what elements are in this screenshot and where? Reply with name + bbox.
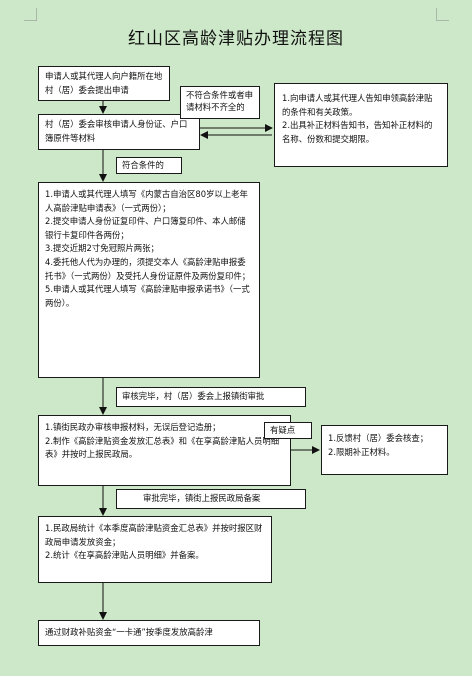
- node-inform: 1.向申请人或其代理人告知申领高龄津贴的条件和有关政策。 2.出具补正材料告知书…: [274, 83, 448, 167]
- node-materials-line-2: 2.提交申请人身份证复印件、户口簿复印件、本人邮储银行卡复印件各两份；: [45, 216, 246, 240]
- node-final: 通过财政补贴资金“一卡通”按季度发放高龄津: [38, 620, 260, 646]
- label-town-report-text: 审批完毕，镇街上报民政局备案: [143, 493, 261, 503]
- node-final-text: 通过财政补贴资金“一卡通”按季度发放高龄津: [45, 627, 213, 637]
- node-feedback: 1.反馈村（居）委会核查； 2.限期补正材料。: [321, 425, 448, 475]
- label-village-report: 审核完毕，村（居）委会上报镇街审批: [116, 387, 306, 407]
- node-inform-line-1: 1.向申请人或其代理人告知申领高龄津贴的条件和有关政策。: [282, 93, 433, 117]
- node-materials: 1.申请人或其代理人填写《内蒙古自治区80岁以上老年人高龄津贴申请表》（一式两份…: [38, 182, 260, 378]
- node-inform-line-2: 2.出具补正材料告知书，告知补正材料的名称、份数和提交期限。: [282, 120, 433, 144]
- label-doubt: 有疑点: [264, 422, 312, 439]
- node-materials-line-3: 3.提交近期2寸免冠照片两张；: [45, 243, 159, 254]
- label-town-report: 审批完毕，镇街上报民政局备案: [116, 489, 306, 509]
- label-meet: 符合条件的: [116, 157, 182, 174]
- node-materials-line-4: 4.委托他人代为办理的，须提交本人《高龄津贴申报委托书》（一式两份）及受托人身份…: [45, 257, 251, 281]
- node-materials-line-1: 1.申请人或其代理人填写《内蒙古自治区80岁以上老年人高龄津贴申请表》（一式两份…: [45, 189, 248, 213]
- node-town-line-2: 2.制作《高龄津贴资金发放汇总表》和《在享高龄津贴人员明细表》并按时上报民政局。: [45, 435, 280, 460]
- crop-mark-top-right: [436, 8, 449, 21]
- node-town: 1.镇街民政办审核申报材料，无误后登记造册； 2.制作《高龄津贴资金发放汇总表》…: [38, 415, 291, 486]
- label-doubt-text: 有疑点: [270, 425, 296, 435]
- label-not-meet: 不符合条件或者申请材料不齐全的: [180, 86, 260, 119]
- node-review-text: 村（居）委会审核申请人身份证、户口簿原件等材料: [45, 119, 188, 143]
- node-bureau-line-2: 2.统计《在享高龄津贴人员明细》并备案。: [45, 550, 204, 561]
- label-not-meet-text: 不符合条件或者申请材料不齐全的: [186, 90, 253, 113]
- node-bureau: 1.民政局统计《本季度高龄津贴资金汇总表》并按时报区财政局申请发放资金； 2.统…: [38, 516, 272, 583]
- node-apply: 申请人或其代理人向户籍所在地村（居）委会提出申请: [38, 66, 170, 101]
- node-review: 村（居）委会审核申请人身份证、户口簿原件等材料: [38, 114, 200, 150]
- node-materials-line-5: 5.申请人或其代理人填写《高龄津贴申报承诺书》（一式两份）。: [45, 284, 250, 308]
- label-meet-text: 符合条件的: [122, 160, 164, 170]
- node-feedback-line-1: 1.反馈村（居）委会核查；: [328, 433, 429, 443]
- label-village-report-text: 审核完毕，村（居）委会上报镇街审批: [122, 391, 265, 401]
- node-feedback-line-2: 2.限期补正材料。: [328, 446, 395, 457]
- node-apply-text: 申请人或其代理人向户籍所在地村（居）委会提出申请: [45, 71, 163, 95]
- node-town-line-1: 1.镇街民政办审核申报材料，无误后登记造册；: [45, 422, 221, 432]
- node-bureau-line-1: 1.民政局统计《本季度高龄津贴资金汇总表》并按时报区财政局申请发放资金；: [45, 523, 263, 547]
- crop-mark-top-left: [24, 8, 37, 21]
- page-title: 红山区高龄津贴办理流程图: [128, 29, 344, 49]
